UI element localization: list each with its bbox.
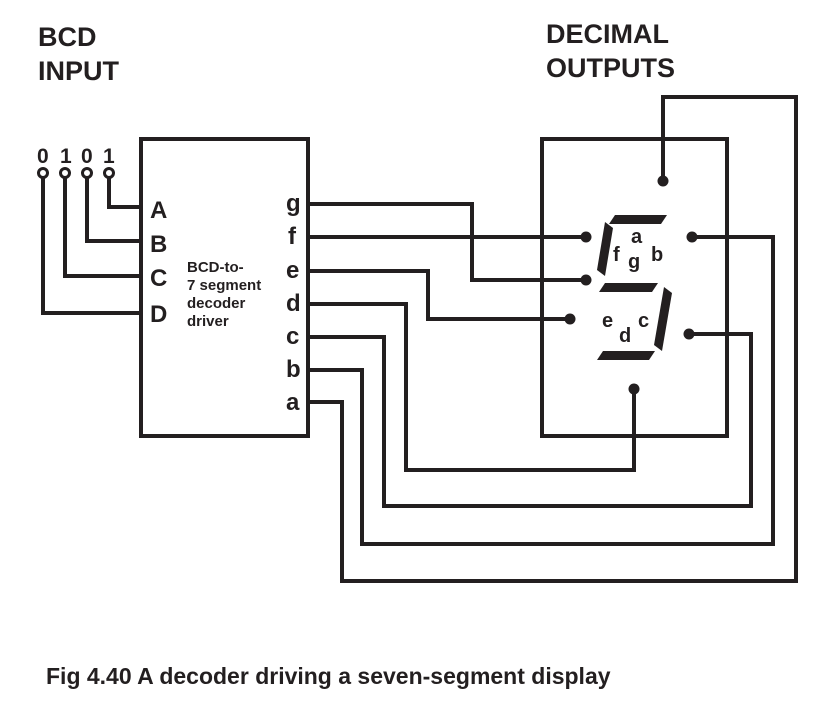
seven-segment-digit [597, 215, 672, 360]
wire-input-b [85, 173, 143, 243]
segment-c [654, 287, 672, 351]
terminal-a [103, 167, 115, 179]
segment-label-c: c [638, 310, 649, 332]
out-label-e: e [286, 257, 299, 284]
wire-g [306, 202, 587, 282]
wire-a [306, 95, 798, 583]
segment-g [599, 283, 658, 292]
wire-d [306, 302, 636, 472]
decoder-label-line-4: driver [187, 313, 229, 330]
out-label-f: f [288, 223, 297, 250]
segment-label-d: d [619, 325, 631, 347]
input-bit-a: 1 [103, 145, 115, 168]
decoder-label-line-1: BCD-to- [187, 259, 244, 276]
wire-input-a [107, 173, 143, 209]
out-label-b: b [286, 356, 301, 383]
bcd-heading-line-1: BCD [38, 22, 97, 52]
pin-dot-c [683, 328, 695, 340]
output-wires [306, 95, 798, 583]
display-pins [564, 175, 698, 395]
segment-label-f: f [613, 244, 620, 266]
segment-label-a: a [631, 226, 643, 248]
out-label-g: g [286, 190, 301, 217]
wire-e [306, 269, 572, 321]
input-bits: 0 1 0 1 [37, 145, 115, 168]
pin-label-a: A [150, 197, 167, 224]
decoder-label-line-2: 7 segment [187, 277, 261, 294]
pin-dot-f [580, 231, 592, 243]
segment-f [597, 222, 613, 276]
pin-dot-a [657, 175, 669, 187]
decoder-label-line-3: decoder [187, 295, 246, 312]
pin-dot-e [564, 313, 576, 325]
decoder-output-labels: g f e d c b a [286, 190, 301, 416]
pin-label-d: D [150, 301, 167, 328]
bcd-heading-line-2: INPUT [38, 56, 120, 86]
input-bit-b: 0 [81, 145, 93, 168]
input-wires [37, 167, 143, 315]
input-bit-d: 0 [37, 145, 49, 168]
segment-label-b: b [651, 244, 663, 266]
decoder-label: BCD-to- 7 segment decoder driver [187, 259, 261, 330]
segment-labels: a f g b e c d [602, 226, 663, 347]
segment-label-e: e [602, 310, 613, 332]
out-label-a: a [286, 389, 300, 416]
input-bit-c: 1 [60, 145, 72, 168]
pin-dot-g [580, 274, 592, 286]
terminal-b [81, 167, 93, 179]
out-label-c: c [286, 323, 299, 350]
segment-a [609, 215, 667, 224]
wire-input-d [41, 173, 143, 315]
bcd-input-heading: BCD INPUT [38, 22, 120, 86]
decimal-outputs-heading: DECIMAL OUTPUTS [546, 19, 675, 83]
out-label-d: d [286, 290, 301, 317]
decoder-input-labels: A B C D [150, 197, 167, 328]
figure-caption: Fig 4.40 A decoder driving a seven-segme… [46, 663, 611, 689]
decoder-box [139, 137, 310, 438]
decimal-heading-line-2: OUTPUTS [546, 53, 675, 83]
pin-label-b: B [150, 231, 167, 258]
wire-b [306, 235, 775, 546]
decimal-heading-line-1: DECIMAL [546, 19, 669, 49]
segment-label-g: g [628, 251, 640, 273]
pin-dot-d [628, 383, 640, 395]
terminal-c [59, 167, 71, 179]
pin-dot-b [686, 231, 698, 243]
pin-label-c: C [150, 265, 167, 292]
segment-d [597, 351, 655, 360]
terminal-d [37, 167, 49, 179]
wire-input-c [63, 173, 143, 278]
wire-c [306, 332, 753, 508]
